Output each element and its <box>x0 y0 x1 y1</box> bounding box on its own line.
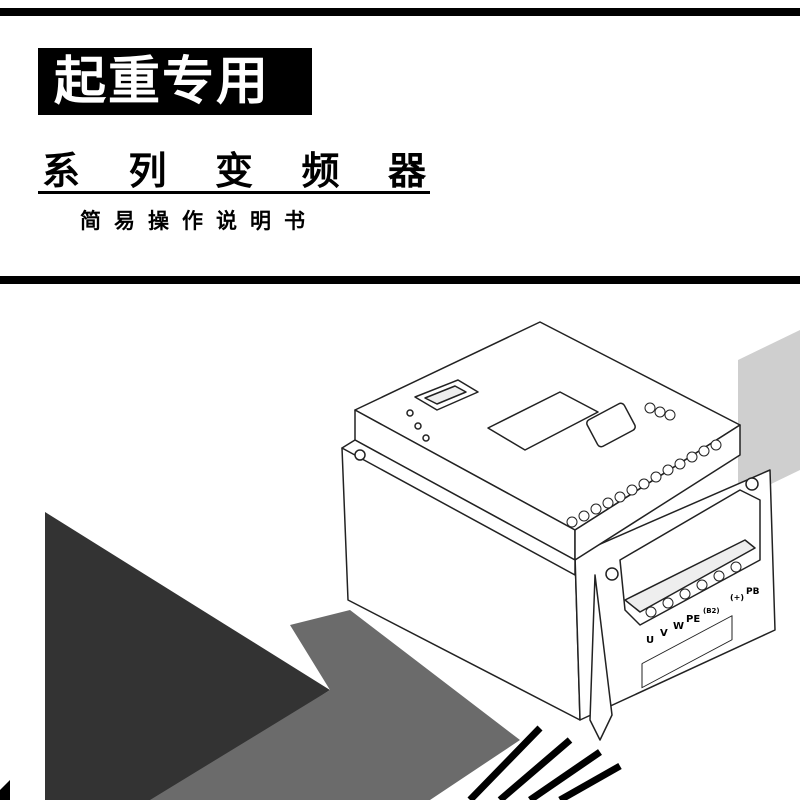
black-stripes <box>467 725 622 800</box>
series-title: 系 列 变 频 器 <box>38 140 430 195</box>
control-terminals <box>566 402 722 528</box>
dark-triangle <box>45 512 330 800</box>
terminal-label-plus: (+) <box>730 593 744 602</box>
light-gray-panel <box>738 330 800 500</box>
series-char: 系 <box>42 149 81 193</box>
terminal-label-b2: (B2) <box>703 607 720 615</box>
inverter-device <box>341 321 776 741</box>
title-underline <box>38 191 430 194</box>
series-char: 列 <box>128 149 167 193</box>
series-char: 变 <box>214 149 253 193</box>
terminal-label-pb: PB <box>746 587 760 597</box>
series-char: 器 <box>387 149 426 193</box>
terminal-label-pe: PE <box>686 614 700 625</box>
terminal-label-u: U <box>646 635 654 646</box>
power-terminal-blocks <box>641 615 733 689</box>
mid-gray-band <box>150 610 520 800</box>
bottom-rule <box>0 276 800 284</box>
top-rule <box>0 8 800 16</box>
subtitle: 简易操作说明书 <box>80 209 318 233</box>
terminal-label-w: W <box>673 621 684 632</box>
badge-title: 起重专用 <box>38 48 312 115</box>
terminal-label-v: V <box>660 628 668 639</box>
series-char: 频 <box>301 149 340 193</box>
